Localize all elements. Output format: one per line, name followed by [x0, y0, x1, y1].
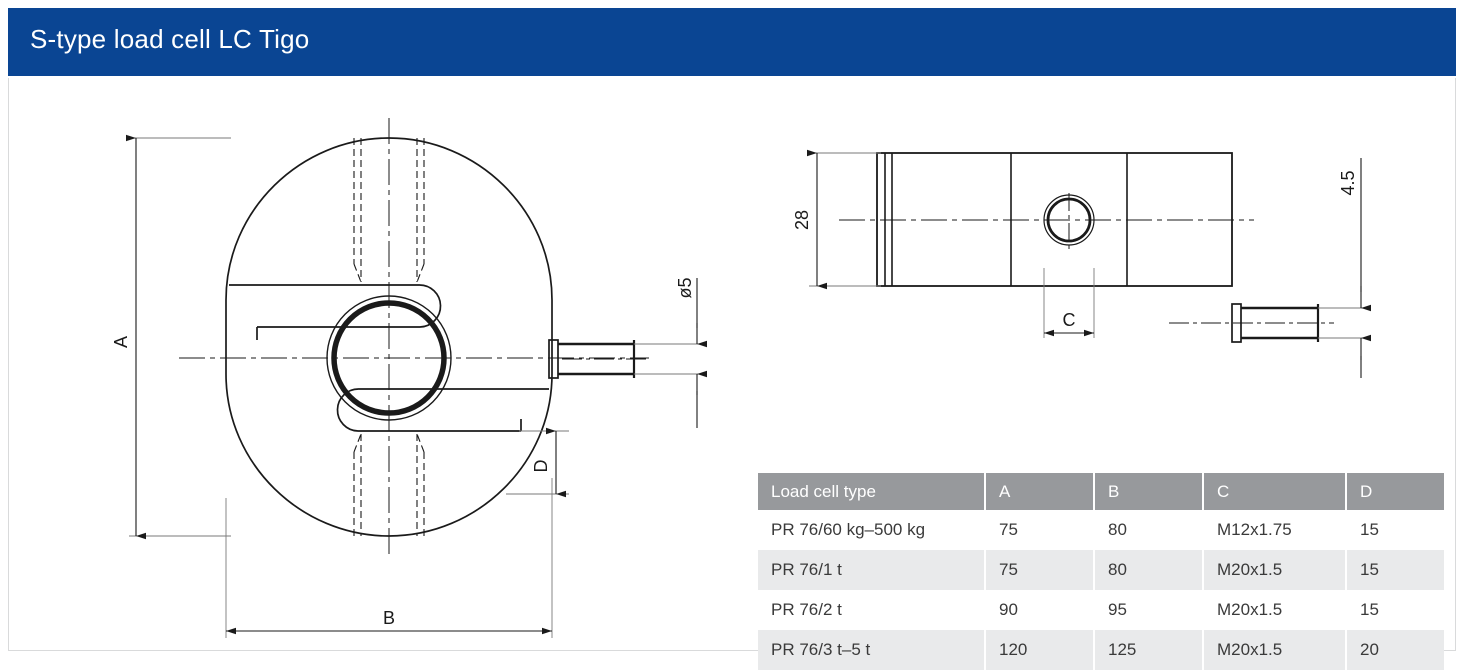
dimension-label-diameter: ø5	[675, 277, 695, 298]
dimension-4-5: 4.5	[1318, 158, 1371, 378]
spec-table: Load cell type A B C D PR 76/60 kg–500 k…	[758, 473, 1444, 670]
side-centerlines	[839, 193, 1254, 250]
cell-type: PR 76/3 t–5 t	[758, 630, 986, 670]
front-bottom-thread-hidden	[353, 433, 425, 536]
column-header-b: B	[1094, 473, 1204, 510]
cell-d: 20	[1346, 630, 1444, 670]
table-header-row: Load cell type A B C D	[758, 473, 1444, 510]
dimension-label-b: B	[383, 608, 395, 628]
front-upper-slot	[229, 284, 442, 340]
dimension-label-28: 28	[792, 210, 812, 230]
dimension-cable-diameter: ø5	[634, 277, 707, 428]
cell-type: PR 76/1 t	[758, 550, 986, 590]
side-view: 28 C 4.5	[792, 149, 1371, 378]
cell-type: PR 76/60 kg–500 kg	[758, 510, 986, 550]
cell-c: M20x1.5	[1203, 590, 1347, 630]
front-centerlines	[179, 118, 649, 558]
dimension-d: D	[506, 427, 569, 498]
cell-c: M12x1.75	[1203, 510, 1347, 550]
header-bar: S-type load cell LC Tigo	[8, 8, 1456, 76]
column-header-d: D	[1346, 473, 1444, 510]
cell-b: 80	[1094, 550, 1204, 590]
column-header-type: Load cell type	[758, 473, 986, 510]
dimension-label-4-5: 4.5	[1338, 170, 1358, 195]
cell-type: PR 76/2 t	[758, 590, 986, 630]
front-cable-stub	[548, 339, 649, 379]
page-title: S-type load cell LC Tigo	[30, 24, 310, 54]
front-lower-slot	[336, 388, 549, 432]
cell-d: 15	[1346, 550, 1444, 590]
table-row: PR 76/2 t 90 95 M20x1.5 15	[758, 590, 1444, 630]
front-top-thread-hidden	[353, 138, 425, 283]
cell-d: 15	[1346, 510, 1444, 550]
cell-c: M20x1.5	[1203, 630, 1347, 670]
front-view: ø5 A B	[111, 118, 707, 638]
cell-c: M20x1.5	[1203, 550, 1347, 590]
column-header-c: C	[1203, 473, 1347, 510]
table-row: PR 76/60 kg–500 kg 75 80 M12x1.75 15	[758, 510, 1444, 550]
dimension-label-a: A	[111, 336, 131, 348]
content-area: ø5 A B	[8, 78, 1456, 670]
dimension-28: 28	[792, 149, 881, 290]
dimension-b: B	[225, 478, 553, 638]
cell-b: 80	[1094, 510, 1204, 550]
cell-a: 75	[985, 510, 1095, 550]
cell-b: 95	[1094, 590, 1204, 630]
table-row: PR 76/3 t–5 t 120 125 M20x1.5 20	[758, 630, 1444, 670]
cell-a: 120	[985, 630, 1095, 670]
dimension-label-c: C	[1063, 310, 1076, 330]
cell-a: 75	[985, 550, 1095, 590]
cell-a: 90	[985, 590, 1095, 630]
dimension-a: A	[111, 134, 231, 540]
technical-drawing: ø5 A B	[111, 118, 1371, 638]
column-header-a: A	[985, 473, 1095, 510]
side-cable-stub	[1169, 303, 1334, 343]
dimension-label-d: D	[531, 460, 551, 473]
table-row: PR 76/1 t 75 80 M20x1.5 15	[758, 550, 1444, 590]
dimension-c: C	[1043, 268, 1095, 338]
cell-b: 125	[1094, 630, 1204, 670]
cell-d: 15	[1346, 590, 1444, 630]
